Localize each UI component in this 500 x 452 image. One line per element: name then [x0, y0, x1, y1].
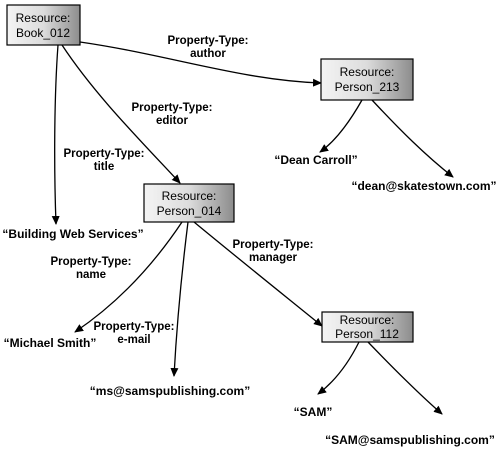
node-book-012-line2: Book_012 — [16, 26, 70, 40]
node-person-014-line2: Person_014 — [157, 204, 222, 218]
node-person-213: Resource: Person_213 — [320, 58, 414, 101]
edge-person112-name — [317, 341, 360, 395]
node-person-213-line1: Resource: — [340, 65, 395, 79]
leaf-michael-name: “Michael Smith” — [4, 336, 97, 350]
leaf-dean-name: “Dean Carroll” — [274, 153, 357, 167]
edge-person213-email — [371, 99, 454, 178]
edge-label-name-line2: name — [76, 269, 106, 281]
node-person-112: Resource: Person_112 — [321, 311, 414, 343]
node-person-112-line2: Person_112 — [335, 327, 399, 341]
edge-editor — [61, 44, 181, 184]
edge-label-editor-line1: Property-Type: — [132, 102, 213, 114]
leaf-dean-email: “dean@skatestown.com” — [351, 179, 496, 193]
leaf-ms-email: “ms@samspublishing.com” — [90, 384, 250, 398]
edge-label-author-line1: Property-Type: — [168, 35, 249, 47]
edge-label-manager-line2: manager — [249, 252, 297, 264]
edge-name — [74, 221, 183, 333]
edge-manager — [193, 221, 323, 327]
edge-label-manager-line1: Property-Type: — [233, 239, 314, 251]
edge-label-author-line2: author — [190, 48, 226, 60]
node-person-213-line2: Person_213 — [335, 80, 400, 94]
node-book-012-line1: Resource: — [16, 11, 71, 25]
leaf-sam-name: “SAM” — [294, 405, 333, 419]
leaf-book-title: “Building Web Services” — [2, 227, 143, 241]
edge-person213-name — [319, 99, 363, 153]
edge-person112-email — [367, 341, 443, 415]
edge-title — [51, 44, 60, 225]
edge-label-name-line1: Property-Type: — [51, 256, 132, 268]
edge-label-email-line1: Property-Type: — [94, 321, 175, 333]
node-book-012: Resource: Book_012 — [6, 4, 81, 46]
edge-label-title-line1: Property-Type: — [64, 148, 145, 160]
edge-label-email-line2: e-mail — [117, 334, 150, 346]
edge-email — [170, 221, 189, 377]
node-person-014: Resource: Person_014 — [143, 183, 235, 223]
leaf-sam-email: “SAM@samspublishing.com” — [325, 433, 495, 447]
edge-author — [79, 41, 322, 87]
node-person-112-line1: Resource: — [340, 313, 395, 327]
node-person-014-line1: Resource: — [162, 189, 217, 203]
edge-label-editor-line2: editor — [156, 115, 188, 127]
edge-label-title-line2: title — [94, 161, 114, 173]
